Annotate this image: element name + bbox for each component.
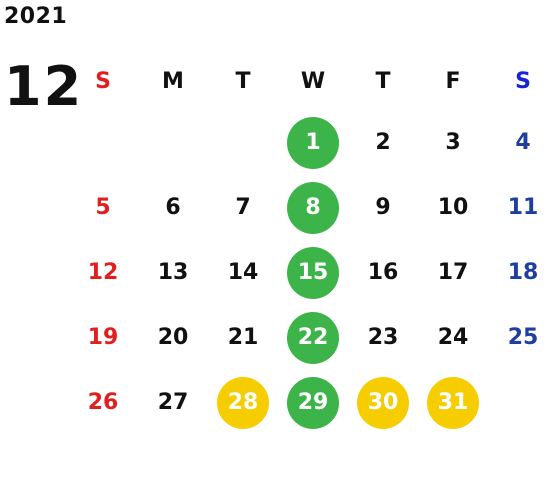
weekday-monday: M (162, 68, 184, 94)
weekday-wednesday: W (300, 68, 326, 94)
day-cell[interactable]: 7 (235, 195, 251, 220)
day-cell[interactable]: 20 (157, 325, 189, 350)
day-cell[interactable]: 30 (348, 370, 418, 435)
day-cell[interactable]: 6 (165, 195, 181, 220)
weekday-thursday: T (375, 68, 391, 94)
day-cell[interactable]: 22 (278, 305, 348, 370)
day-cell[interactable]: 2 (375, 130, 391, 155)
highlighted-day[interactable]: 31 (427, 376, 479, 429)
calendar-grid: S M T W T F S 1 2 3 4 5 6 7 8 9 10 11 12… (68, 52, 548, 435)
day-cell[interactable]: 23 (367, 325, 399, 350)
highlighted-day[interactable]: 8 (287, 181, 339, 234)
day-cell[interactable]: 8 (278, 175, 348, 240)
day-cell[interactable]: 24 (437, 325, 469, 350)
highlighted-day[interactable]: 29 (287, 376, 339, 429)
highlighted-day[interactable]: 15 (287, 246, 339, 299)
weekday-friday: F (445, 68, 461, 94)
day-cell[interactable]: 14 (227, 260, 259, 285)
highlighted-day[interactable]: 22 (287, 311, 339, 364)
day-cell[interactable]: 11 (507, 195, 539, 220)
day-cell[interactable]: 26 (87, 390, 119, 415)
calendar-month: 12 (4, 55, 84, 118)
day-cell[interactable]: 4 (515, 130, 531, 155)
calendar-year: 2021 (4, 4, 68, 29)
empty-cell (488, 370, 548, 435)
day-cell[interactable]: 16 (367, 260, 399, 285)
day-cell[interactable]: 9 (375, 195, 391, 220)
day-cell[interactable]: 12 (87, 260, 119, 285)
day-cell[interactable]: 3 (445, 130, 461, 155)
day-cell[interactable]: 17 (437, 260, 469, 285)
empty-cell (68, 110, 138, 175)
day-cell[interactable]: 31 (418, 370, 488, 435)
day-cell[interactable]: 21 (227, 325, 259, 350)
empty-cell (138, 110, 208, 175)
highlighted-day[interactable]: 1 (287, 116, 339, 169)
day-cell[interactable]: 29 (278, 370, 348, 435)
day-cell[interactable]: 19 (87, 325, 119, 350)
highlighted-day[interactable]: 28 (217, 376, 269, 429)
empty-cell (208, 110, 278, 175)
day-cell[interactable]: 13 (157, 260, 189, 285)
day-cell[interactable]: 28 (208, 370, 278, 435)
day-cell[interactable]: 1 (278, 110, 348, 175)
day-cell[interactable]: 25 (507, 325, 539, 350)
weekday-sunday: S (95, 68, 111, 94)
day-cell[interactable]: 10 (437, 195, 469, 220)
weekday-saturday: S (515, 68, 531, 94)
day-cell[interactable]: 18 (507, 260, 539, 285)
day-cell[interactable]: 27 (157, 390, 189, 415)
day-cell[interactable]: 5 (95, 195, 111, 220)
weekday-tuesday: T (235, 68, 251, 94)
day-cell[interactable]: 15 (278, 240, 348, 305)
highlighted-day[interactable]: 30 (357, 376, 409, 429)
